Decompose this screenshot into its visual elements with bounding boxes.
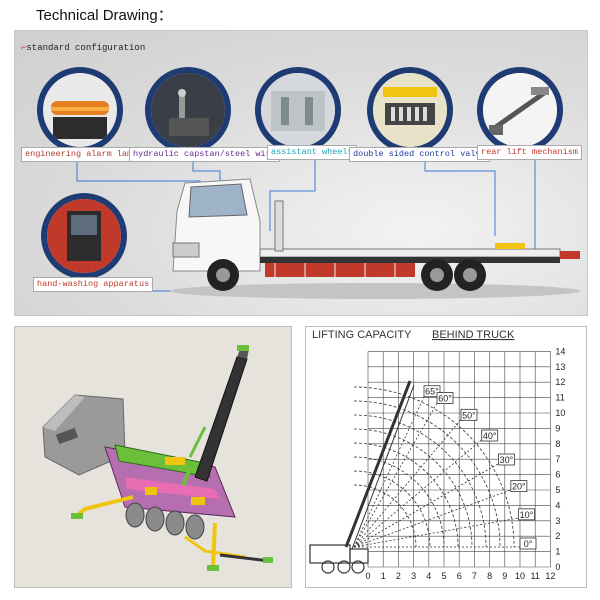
x-tick-label: 6 xyxy=(457,571,462,581)
x-tick-label: 5 xyxy=(441,571,446,581)
x-tick-label: 12 xyxy=(545,571,555,581)
wheels-photo xyxy=(255,67,341,153)
y-tick-label: 2 xyxy=(555,531,560,541)
standard-configuration-panel: ⌐standard configuration xyxy=(14,30,588,316)
angle-label: 65° xyxy=(425,387,439,397)
angle-arc xyxy=(353,470,431,548)
y-tick-label: 0 xyxy=(555,562,560,572)
y-tick-label: 4 xyxy=(555,500,560,510)
x-tick-label: 7 xyxy=(472,571,477,581)
x-tick-label: 8 xyxy=(487,571,492,581)
angle-arcs xyxy=(353,386,522,548)
x-tick-label: 1 xyxy=(381,571,386,581)
y-tick-label: 6 xyxy=(555,470,560,480)
angle-arc xyxy=(353,386,515,548)
x-tick-label: 4 xyxy=(426,571,431,581)
angle-label-box xyxy=(519,537,537,550)
label-control-valve: double sided control valve xyxy=(349,147,490,162)
y-tick-label: 9 xyxy=(555,423,560,433)
chart-truck-silhouette xyxy=(309,380,415,574)
angle-label: 10° xyxy=(520,510,534,520)
angle-label: 50° xyxy=(462,410,476,420)
chart-title-right: BEHIND TRUCK xyxy=(432,329,515,341)
angle-label: 20° xyxy=(512,482,526,492)
capstan-photo xyxy=(145,67,231,153)
y-tick-label: 10 xyxy=(555,408,565,418)
angle-arc xyxy=(353,442,459,548)
angle-ray xyxy=(353,394,426,548)
y-tick-label: 8 xyxy=(555,439,560,449)
angle-label: 60° xyxy=(438,394,452,404)
angle-label-box xyxy=(481,429,499,442)
angle-label-box xyxy=(423,385,441,398)
x-tick-label: 9 xyxy=(502,571,507,581)
x-tick-label: 11 xyxy=(531,571,540,581)
x-tick-label: 2 xyxy=(396,571,401,581)
x-tick-label: 10 xyxy=(515,571,525,581)
angle-labels: 65°60° 50° 40° 30° 20° 10° 0° xyxy=(423,385,537,550)
chart-title-left: LIFTING CAPACITY xyxy=(312,329,412,341)
angle-label-box xyxy=(510,480,528,492)
rear-lift-photo xyxy=(477,67,563,153)
angle-arc xyxy=(353,484,417,548)
alarm-lamp-photo xyxy=(37,67,123,153)
y-tick-label: 13 xyxy=(555,362,565,372)
label-assistant-wheels: assistant wheels xyxy=(267,145,357,160)
page-heading: Technical Drawing： xyxy=(36,7,173,24)
y-tick-label: 1 xyxy=(555,547,560,557)
angle-label: 30° xyxy=(500,455,514,465)
valve-photo xyxy=(367,67,453,153)
angle-label-box xyxy=(518,508,535,521)
angle-label: 40° xyxy=(483,431,497,441)
label-hand-washing: hand-washing apparatus xyxy=(33,277,154,292)
config-title: ⌐standard configuration xyxy=(21,43,146,53)
angle-label-box xyxy=(498,453,515,466)
y-tick-label: 3 xyxy=(555,516,560,526)
angle-label-box xyxy=(436,392,454,404)
y-tick-label: 5 xyxy=(555,485,560,495)
wrecker-3d-model-panel xyxy=(14,326,292,588)
angle-arc xyxy=(353,456,445,548)
y-tick-label: 12 xyxy=(555,377,565,387)
y-tick-label: 11 xyxy=(555,393,564,403)
wrecker-3d-model xyxy=(42,345,273,571)
angle-ray xyxy=(353,401,439,548)
angle-arc xyxy=(353,400,501,548)
angle-label: 0° xyxy=(524,539,533,549)
angle-arc xyxy=(353,428,473,548)
label-alarm-lamp: engineering alarm lamp xyxy=(21,147,142,162)
label-hydraulic-capstan: hydraulic capstan/steel wire xyxy=(129,147,280,162)
x-tick-label: 0 xyxy=(365,571,370,581)
hand-wash-photo xyxy=(41,193,127,279)
y-tick-label: 14 xyxy=(555,346,565,356)
flatbed-truck xyxy=(170,178,580,299)
y-tick-label: 7 xyxy=(555,454,560,464)
label-rear-lift: rear lift mechanism xyxy=(477,145,582,160)
angle-label-box xyxy=(460,408,478,421)
x-tick-label: 3 xyxy=(411,571,416,581)
